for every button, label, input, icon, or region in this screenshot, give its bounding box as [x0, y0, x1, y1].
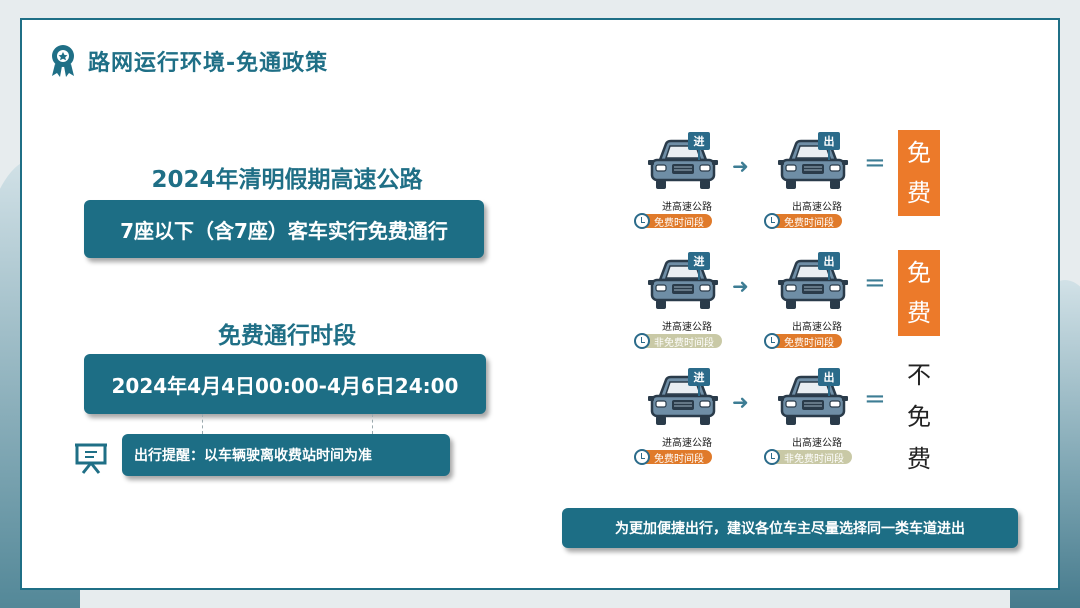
- car-front-icon: [778, 375, 848, 425]
- time-pill-label: 免费时间段: [654, 453, 704, 465]
- award-ribbon-icon: [52, 45, 74, 77]
- clock-icon: [634, 333, 650, 349]
- entry-label: 进高速公路: [662, 438, 712, 449]
- right-arrow-icon: ➜: [732, 390, 749, 414]
- result-char: 免: [907, 403, 931, 431]
- exit-label: 出高速公路: [792, 438, 842, 449]
- car-front-icon: [778, 139, 848, 189]
- result-char: 费: [907, 445, 931, 473]
- time-pill-label: 免费时间段: [784, 337, 834, 349]
- equals-sign: =: [864, 268, 886, 298]
- entry-sign: 进: [688, 132, 710, 150]
- time-pill-label: 非免费时间段: [654, 337, 714, 349]
- result-char: 免: [907, 259, 931, 287]
- sign-post: [698, 270, 700, 280]
- dashed-connector: [372, 414, 373, 434]
- clock-icon: [764, 449, 780, 465]
- exit-label: 出高速公路: [792, 322, 842, 333]
- sign-post: [698, 150, 700, 160]
- result-free: 免费: [898, 250, 940, 336]
- time-pill-label: 免费时间段: [784, 217, 834, 229]
- policy-box: 7座以下（含7座）客车实行免费通行: [84, 200, 484, 258]
- result-char: 免: [907, 139, 931, 167]
- result-not-free: 不免费: [898, 354, 940, 480]
- entry-sign: 进: [688, 252, 710, 270]
- clock-icon: [764, 213, 780, 229]
- result-char: 费: [907, 299, 931, 327]
- time-pill-label: 非免费时间段: [784, 453, 844, 465]
- clock-icon: [634, 213, 650, 229]
- page-title: 路网运行环境-免通政策: [88, 51, 329, 76]
- entry-time-pill: 免费时间段: [634, 449, 712, 465]
- exit-sign: 出: [818, 252, 840, 270]
- reminder-box: 出行提醒：以车辆驶离收费站时间为准: [122, 434, 450, 476]
- period-heading: 免费通行时段: [218, 323, 356, 349]
- entry-time-pill: 非免费时间段: [634, 333, 722, 349]
- result-free: 免费: [898, 130, 940, 216]
- sign-post: [698, 386, 700, 396]
- right-arrow-icon: ➜: [732, 274, 749, 298]
- result-char: 费: [907, 179, 931, 207]
- time-pill-label: 免费时间段: [654, 217, 704, 229]
- entry-time-pill: 免费时间段: [634, 213, 712, 229]
- equals-sign: =: [864, 148, 886, 178]
- exit-sign: 出: [818, 368, 840, 386]
- exit-label: 出高速公路: [792, 202, 842, 213]
- period-box: 2024年4月4日00:00-4月6日24:00: [84, 354, 486, 414]
- result-char: 不: [907, 361, 931, 389]
- dashed-connector: [202, 414, 203, 434]
- exit-time-pill: 免费时间段: [764, 333, 842, 349]
- sign-post: [828, 150, 830, 160]
- clock-icon: [764, 333, 780, 349]
- exit-time-pill: 免费时间段: [764, 213, 842, 229]
- equals-sign: =: [864, 384, 886, 414]
- entry-label: 进高速公路: [662, 202, 712, 213]
- advice-box: 为更加便捷出行，建议各位车主尽量选择同一类车道进出: [562, 508, 1018, 548]
- clock-icon: [634, 449, 650, 465]
- holiday-heading: 2024年清明假期高速公路: [151, 167, 423, 193]
- exit-time-pill: 非免费时间段: [764, 449, 852, 465]
- slide-panel: 路网运行环境-免通政策 2024年清明假期高速公路 7座以下（含7座）客车实行免…: [20, 18, 1060, 590]
- entry-sign: 进: [688, 368, 710, 386]
- sign-post: [828, 386, 830, 396]
- sign-post: [828, 270, 830, 280]
- presentation-board-icon: [75, 443, 107, 474]
- exit-sign: 出: [818, 132, 840, 150]
- title-row: 路网运行环境-免通政策: [48, 44, 328, 78]
- entry-label: 进高速公路: [662, 322, 712, 333]
- right-arrow-icon: ➜: [732, 154, 749, 178]
